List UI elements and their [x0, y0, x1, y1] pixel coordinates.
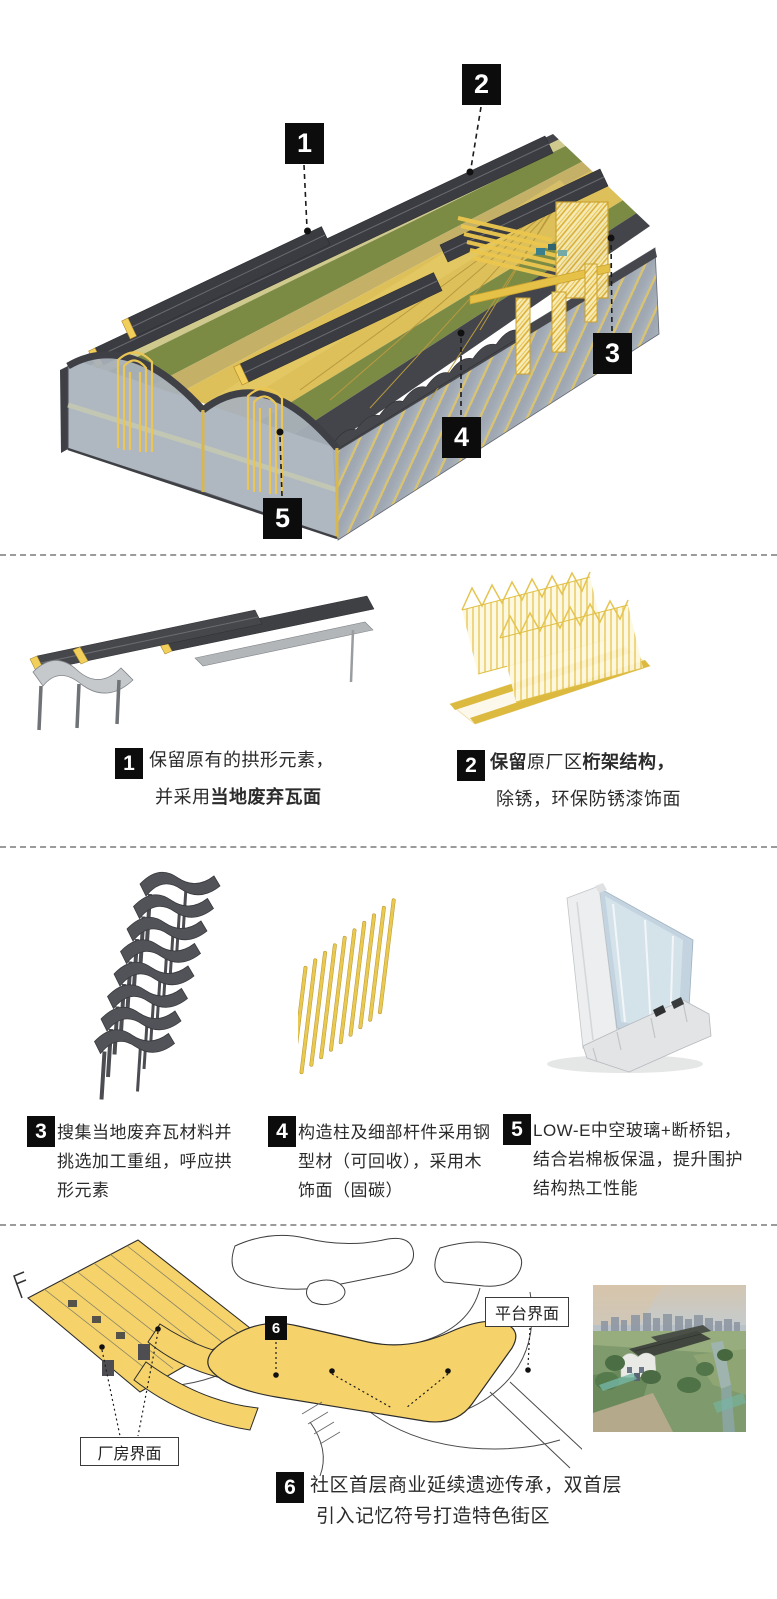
steel-rods-illustration — [298, 898, 396, 1082]
plan-marker-6: 6 — [265, 1316, 287, 1340]
section-divider-3 — [0, 1224, 777, 1226]
caption-2-marker: 2 — [457, 750, 485, 781]
caption-3-marker: 3 — [27, 1116, 55, 1147]
caption-6: 社区首层商业延续遗迹传承，双首层 引入记忆符号打造特色街区 — [310, 1475, 623, 1527]
plan-label-factory: 厂房界面 — [80, 1437, 179, 1466]
section-divider-2 — [0, 846, 777, 848]
caption-1-marker: 1 — [115, 748, 143, 779]
hero-marker-4: 4 — [442, 417, 481, 458]
truss-structure-illustration — [449, 571, 651, 725]
hero-marker-2: 2 — [462, 64, 501, 105]
caption-4: 构造柱及细部杆件采用钢型材（可回收），采用木饰面（固碳） — [298, 1123, 491, 1200]
caption-5: LOW-E中空玻璃+断桥铝，结合岩棉板保温，提升围护结构热工性能 — [533, 1121, 743, 1198]
hero-marker-1: 1 — [285, 123, 324, 164]
caption-3: 搜集当地废弃瓦材料并挑选加工重组，呼应拱形元素 — [57, 1123, 232, 1200]
caption-4-marker: 4 — [268, 1116, 296, 1147]
site-plan-illustration — [13, 1234, 582, 1477]
hero-building-illustration — [60, 106, 660, 541]
section-divider-1 — [0, 554, 777, 556]
caption-5-marker: 5 — [503, 1114, 531, 1145]
plan-label-platform: 平台界面 — [485, 1297, 569, 1327]
caption-2: 保留原厂区桁架结构， 除锈，环保防锈漆饰面 — [490, 752, 681, 809]
tiles-illustration — [92, 870, 222, 1102]
caption-1: 保留原有的拱形元素， 并采用当地废弃瓦面 — [149, 750, 334, 807]
hero-marker-5: 5 — [263, 498, 302, 539]
hero-marker-3: 3 — [593, 333, 632, 374]
caption-6-marker: 6 — [276, 1472, 304, 1503]
aerial-site-photo — [593, 1285, 746, 1432]
window-section-illustration — [547, 883, 712, 1073]
arch-fragment-illustration — [29, 595, 375, 731]
